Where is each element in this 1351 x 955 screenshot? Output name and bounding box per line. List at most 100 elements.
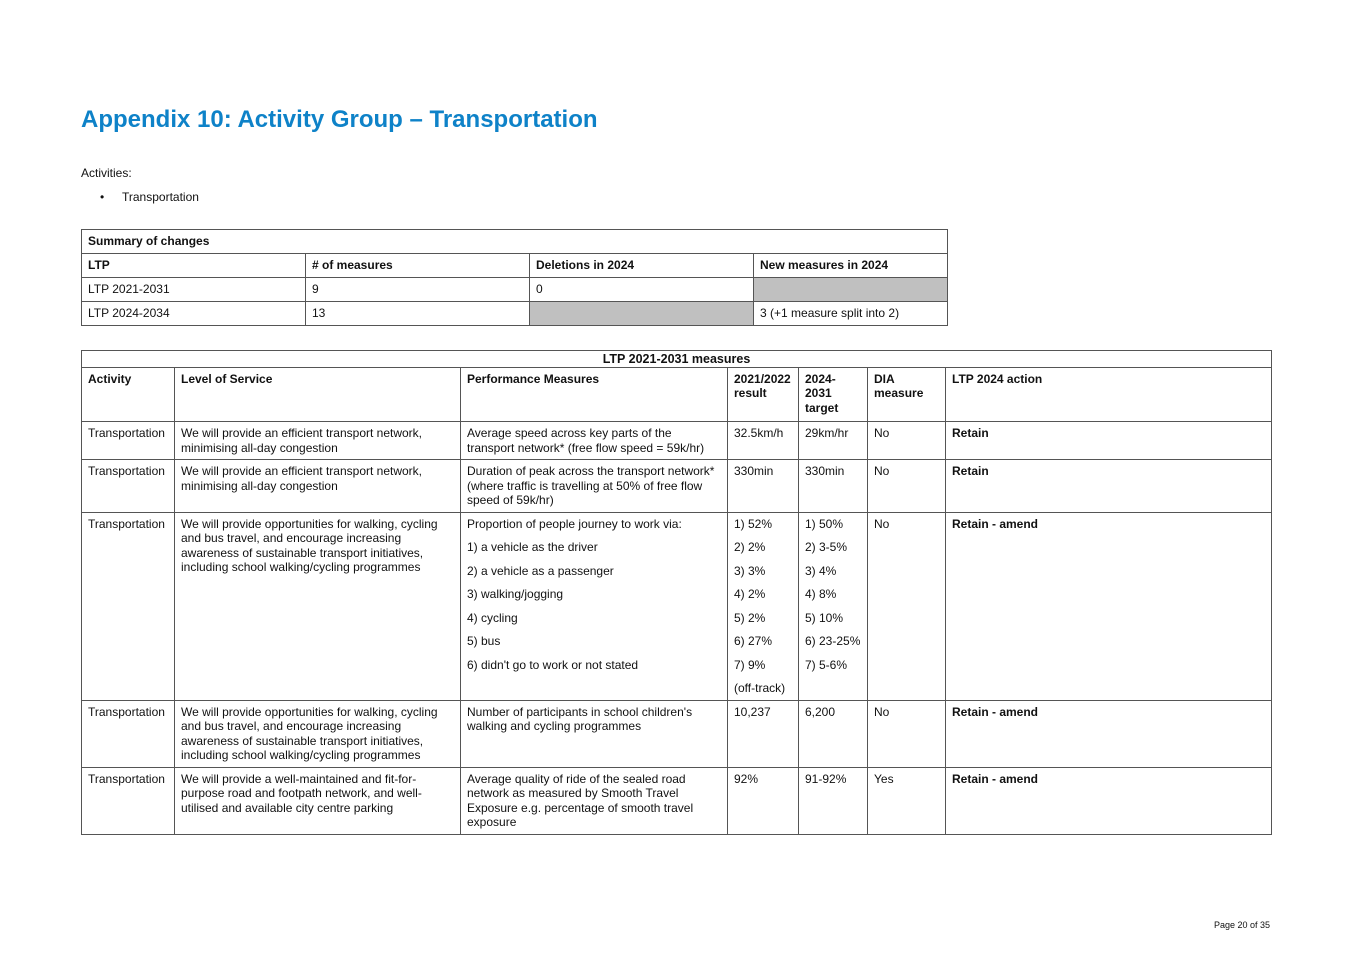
result-cell-line: 5) 2%: [734, 610, 766, 625]
summary-of-changes-table: Summary of changes LTP # of measures Del…: [81, 229, 948, 326]
activity-cell: Transportation: [81, 511, 175, 701]
page-title: Appendix 10: Activity Group – Transporta…: [81, 106, 598, 133]
column-header: Activity: [81, 366, 175, 422]
result-cell-line: 92%: [734, 771, 759, 786]
target-cell: 6,200: [798, 699, 868, 768]
dia-measure-cell: Yes: [867, 766, 946, 835]
ltp-action-cell: Retain - amend: [945, 699, 1272, 768]
shaded-cell: [529, 301, 754, 326]
result-cell: 32.5km/h: [727, 421, 799, 460]
measures-caption: LTP 2021-2031 measures: [81, 350, 1272, 368]
result-cell-line: 1) 52%: [734, 516, 773, 531]
column-header: Level of Service: [174, 366, 461, 422]
performance-measure-cell-line: 2) a vehicle as a passenger: [467, 563, 614, 578]
performance-measure-cell: Duration of peak across the transport ne…: [460, 459, 728, 513]
target-cell-line: 7) 5-6%: [805, 657, 848, 672]
table-cell: LTP 2024-2034: [81, 301, 306, 326]
column-header: Deletions in 2024: [529, 253, 754, 278]
result-cell-line: 6) 27%: [734, 634, 773, 648]
column-header: New measures in 2024: [753, 253, 948, 278]
activity-name: Transportation: [122, 190, 199, 204]
table-row: LTP 2021-2031 9 0: [81, 277, 948, 302]
level-of-service-cell: We will provide an efficient transport n…: [174, 459, 461, 513]
result-cell-line: 32.5km/h: [734, 426, 784, 440]
target-cell-line: 2) 3-5%: [805, 540, 848, 554]
target-cell: 29km/hr: [798, 421, 868, 460]
summary-header-row: LTP # of measures Deletions in 2024 New …: [81, 253, 948, 278]
activity-cell: Transportation: [81, 699, 175, 768]
dia-measure-cell: No: [867, 459, 946, 513]
measures-header-row: Activity Level of Service Performance Me…: [81, 366, 1272, 422]
target-cell: 330min: [798, 459, 868, 513]
result-cell: 92%: [727, 766, 799, 835]
result-cell-line: 4) 2%: [734, 587, 766, 601]
target-cell-line: 4) 8%: [805, 587, 837, 601]
level-of-service-cell: We will provide a well-maintained and fi…: [174, 766, 461, 835]
performance-measure-cell-line: Number of participants in school childre…: [467, 704, 693, 734]
result-cell-line: (off-track): [734, 681, 786, 695]
activity-cell: Transportation: [81, 766, 175, 835]
dia-measure-cell: No: [867, 421, 946, 460]
bullet-icon: •: [100, 190, 105, 204]
shaded-cell: [753, 277, 948, 302]
performance-measure-cell: Average quality of ride of the sealed ro…: [460, 766, 728, 835]
column-header: LTP 2024 action: [945, 366, 1272, 422]
table-cell: 13: [305, 301, 530, 326]
level-of-service-cell: We will provide opportunities for walkin…: [174, 511, 461, 701]
target-cell-line: 6,200: [805, 704, 836, 719]
target-cell-line: 29km/hr: [805, 426, 849, 440]
dia-measure-cell: No: [867, 511, 946, 701]
result-cell-line: 330min: [734, 464, 774, 478]
summary-caption: Summary of changes: [81, 229, 948, 254]
target-cell: 91-92%: [798, 766, 868, 835]
performance-measure-cell-line: 1) a vehicle as the driver: [467, 540, 598, 554]
target-cell: 1) 50% 2) 3-5% 3) 4% 4) 8% 5) 10% 6) 23-25% 7)…: [798, 511, 868, 701]
target-cell-line: 330min: [805, 464, 845, 478]
result-cell: 1) 52%2) 2%3) 3%4) 2%5) 2%6) 27%7) 9%(of…: [727, 511, 799, 701]
column-header: # of measures: [305, 253, 530, 278]
result-cell: 330min: [727, 459, 799, 513]
dia-measure-cell: No: [867, 699, 946, 768]
table-cell: 3 (+1 measure split into 2): [753, 301, 948, 326]
performance-measure-cell-line: Average speed across key parts of the tr…: [467, 426, 705, 455]
level-of-service-cell: We will provide an efficient transport n…: [174, 421, 461, 460]
performance-measure-cell-line: 6) didn't go to work or not stated: [467, 657, 639, 672]
result-cell: 10,237: [727, 699, 799, 768]
target-cell-line: 3) 4%: [805, 563, 837, 578]
result-cell-line: 10,237: [734, 704, 771, 719]
target-cell-line: 6) 23-25%: [805, 634, 861, 648]
result-cell-line: 3) 3%: [734, 563, 766, 578]
activity-cell: Transportation: [81, 459, 175, 513]
column-header: Performance Measures: [460, 366, 728, 422]
performance-measure-cell-line: Duration of peak across the transport ne…: [467, 464, 715, 507]
column-header: 2024-2031 target: [798, 366, 868, 422]
table-cell: 0: [529, 277, 754, 302]
column-header: DIA measure: [867, 366, 946, 422]
table-cell: 9: [305, 277, 530, 302]
result-cell-line: 7) 9%: [734, 657, 766, 672]
activity-cell: Transportation: [81, 421, 175, 460]
target-cell-line: 5) 10%: [805, 610, 844, 625]
performance-measure-cell-line: 5) bus: [467, 634, 501, 648]
ltp-action-cell: Retain: [945, 421, 1272, 460]
performance-measure-cell-line: Average quality of ride of the sealed ro…: [467, 771, 694, 830]
target-cell-line: 1) 50%: [805, 516, 844, 531]
performance-measure-cell-line: 3) walking/jogging: [467, 587, 564, 601]
performance-measure-cell-line: Proportion of people journey to work via…: [467, 516, 682, 531]
column-header: 2021/2022 result: [727, 366, 799, 422]
ltp-action-cell: Retain - amend: [945, 766, 1272, 835]
ltp-measures-table: LTP 2021-2031 measures Activity Level of…: [81, 350, 1272, 835]
page-number: Page 20 of 35: [1214, 920, 1271, 930]
list-item: • Transportation: [100, 190, 199, 204]
activities-list: • Transportation: [100, 190, 199, 204]
table-cell: LTP 2021-2031: [81, 277, 306, 302]
performance-measure-cell: Proportion of people journey to work via…: [460, 511, 728, 701]
performance-measure-cell: Average speed across key parts of the tr…: [460, 421, 728, 460]
performance-measure-cell-line: 4) cycling: [467, 610, 518, 625]
